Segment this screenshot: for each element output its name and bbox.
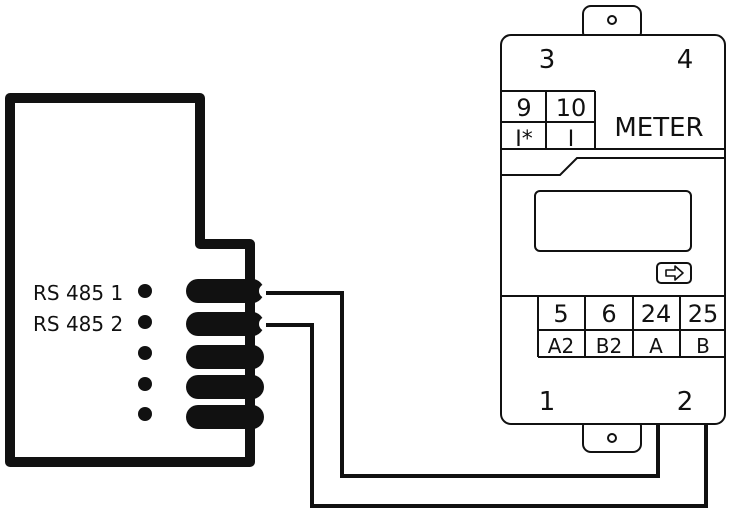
- terminal-number-6: 6: [601, 300, 616, 328]
- terminal-label-a2: A2: [548, 334, 574, 358]
- corner-number-3: 3: [539, 45, 556, 75]
- rs485-1-label: RS 485 1: [33, 281, 123, 305]
- meter: 3 4 1 2 9 10 I* I METER: [500, 5, 726, 453]
- terminal-label-i-star: I*: [515, 127, 533, 152]
- connector-terminal: [186, 279, 264, 303]
- connector-terminal: [186, 405, 264, 429]
- mounting-hole: [607, 15, 617, 25]
- terminal-number-5: 5: [553, 300, 568, 328]
- terminal-number-9: 9: [516, 94, 531, 122]
- terminal-label-i: I: [568, 127, 575, 152]
- corner-number-1: 1: [539, 387, 556, 417]
- meter-scroll-button[interactable]: [656, 262, 692, 284]
- terminal-number-24: 24: [641, 300, 672, 328]
- terminal-number-25: 25: [688, 300, 719, 328]
- meter-display: [534, 190, 692, 252]
- pin-dot-rs485-1: [138, 284, 152, 298]
- rs485-2-label: RS 485 2: [33, 312, 123, 336]
- meter-title: METER: [614, 113, 703, 143]
- terminal-label-b: B: [696, 334, 710, 358]
- cover-seam: [501, 157, 725, 176]
- terminal-label-a: A: [649, 334, 663, 358]
- device-enclosure: [5, 93, 255, 467]
- bottom-terminal-block: [501, 295, 725, 358]
- connector-terminal: [186, 345, 264, 369]
- connector-terminal: [186, 375, 264, 399]
- pin-dot: [138, 407, 152, 421]
- pin-dot: [138, 346, 152, 360]
- pin-dot: [138, 377, 152, 391]
- connector-terminal: [186, 312, 264, 336]
- terminal-number-10: 10: [556, 94, 587, 122]
- wire-a: [266, 291, 660, 478]
- corner-number-2: 2: [677, 387, 694, 417]
- arrow-right-icon: [665, 265, 684, 281]
- mounting-hole: [607, 433, 617, 443]
- wire-b: [266, 323, 708, 508]
- terminal-label-b2: B2: [596, 334, 622, 358]
- device-connector-block: [186, 279, 273, 429]
- pin-dot-rs485-2: [138, 315, 152, 329]
- corner-number-4: 4: [677, 45, 694, 75]
